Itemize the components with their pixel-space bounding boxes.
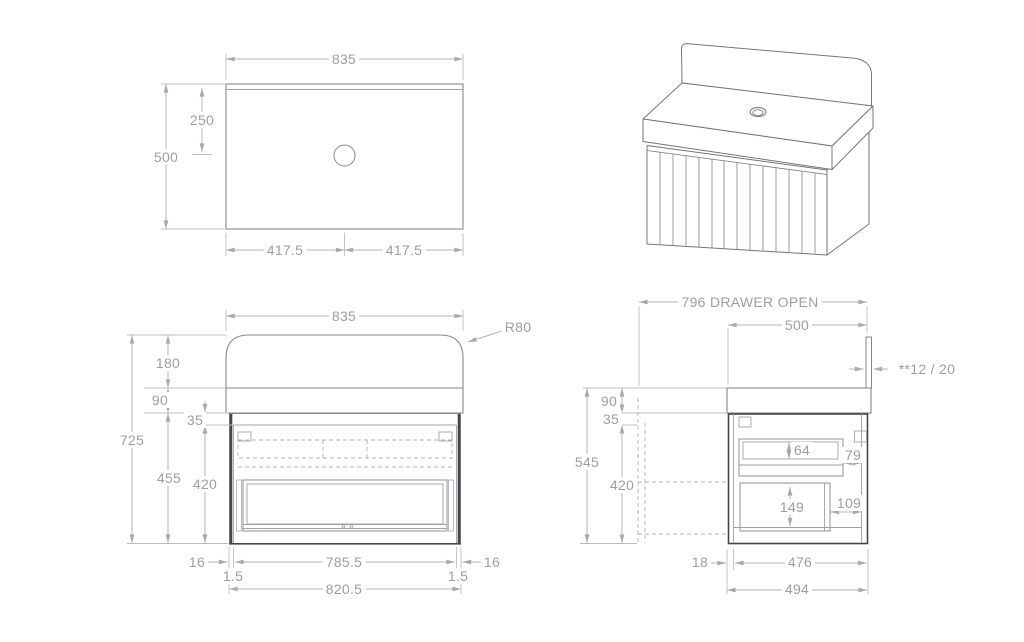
side-lower-drawer-dim: 149 bbox=[776, 499, 808, 515]
side-upper-gap-dim: 79 bbox=[841, 447, 865, 463]
front-side-right-dim: 16 bbox=[480, 554, 504, 570]
side-splash-thickness-dim: **12 / 20 bbox=[895, 361, 959, 377]
iso-backsplash bbox=[681, 43, 872, 107]
plan-hole-offset-dim: 250 bbox=[186, 112, 218, 128]
side-runner-clip-back bbox=[854, 430, 867, 443]
front-radius-dim: R80 bbox=[501, 319, 535, 335]
side-splash-upstand bbox=[865, 336, 872, 389]
side-front-thickness-dim: 18 bbox=[688, 554, 712, 570]
isometric-view-drawing bbox=[642, 43, 874, 256]
side-view-drawing bbox=[580, 299, 888, 594]
front-gap-left-dim: 1.5 bbox=[219, 568, 247, 584]
front-gap-right-dim: 1.5 bbox=[444, 568, 472, 584]
front-cabinet-height-dim: 455 bbox=[153, 470, 185, 486]
side-cabinet-outline bbox=[727, 413, 869, 545]
side-lower-drawer-profile bbox=[739, 482, 831, 532]
front-lower-drawer bbox=[242, 479, 448, 532]
side-opening-dim: 420 bbox=[606, 477, 638, 493]
side-internal-depth-dim: 476 bbox=[784, 554, 816, 570]
plan-tap-hole bbox=[333, 144, 356, 167]
front-top-gap-dim: 35 bbox=[183, 412, 207, 428]
iso-tap-hole bbox=[749, 107, 767, 117]
plan-hole-left-dim: 417.5 bbox=[263, 242, 307, 258]
side-drawer-open-dim: 796 DRAWER OPEN bbox=[678, 294, 822, 310]
front-front-width-dim: 785.5 bbox=[322, 554, 366, 570]
plan-benchtop-outline bbox=[225, 83, 464, 230]
front-cabinet-width-dim: 820.5 bbox=[322, 581, 366, 597]
front-benchtop-dim: 90 bbox=[148, 392, 172, 408]
iso-benchtop-side bbox=[831, 105, 874, 170]
front-runner-clip-left bbox=[237, 431, 252, 442]
iso-flutes bbox=[659, 151, 816, 255]
side-drawer-open-dashed bbox=[637, 398, 728, 545]
front-opening-dim: 420 bbox=[189, 476, 221, 492]
side-depth-dim: 500 bbox=[781, 317, 813, 333]
front-width-dim: 835 bbox=[328, 308, 360, 324]
side-runner-clip-top bbox=[738, 416, 752, 428]
side-cabinet-height-dim: 545 bbox=[571, 454, 603, 470]
plan-width-dim: 835 bbox=[328, 51, 360, 67]
plan-view-drawing bbox=[161, 54, 464, 256]
side-benchtop bbox=[726, 387, 872, 414]
front-runner-clip-right bbox=[438, 431, 453, 442]
side-top-gap-dim: 35 bbox=[599, 411, 623, 427]
side-upper-drawer-dim: 64 bbox=[790, 442, 814, 458]
side-cabinet-depth-dim: 494 bbox=[781, 581, 813, 597]
plan-depth-dim: 500 bbox=[150, 149, 182, 165]
front-splash-dim: 180 bbox=[152, 355, 184, 371]
front-splash-outline bbox=[225, 334, 464, 414]
front-internal-drawer-dashed bbox=[237, 439, 453, 468]
front-side-left-dim: 16 bbox=[185, 554, 209, 570]
front-total-height-dim: 725 bbox=[116, 432, 148, 448]
side-benchtop-dim: 90 bbox=[597, 393, 621, 409]
front-side-panels bbox=[229, 414, 461, 543]
front-view-drawing bbox=[127, 310, 509, 594]
plan-hole-right-dim: 417.5 bbox=[382, 242, 426, 258]
side-lower-gap-dim: 109 bbox=[833, 495, 865, 511]
